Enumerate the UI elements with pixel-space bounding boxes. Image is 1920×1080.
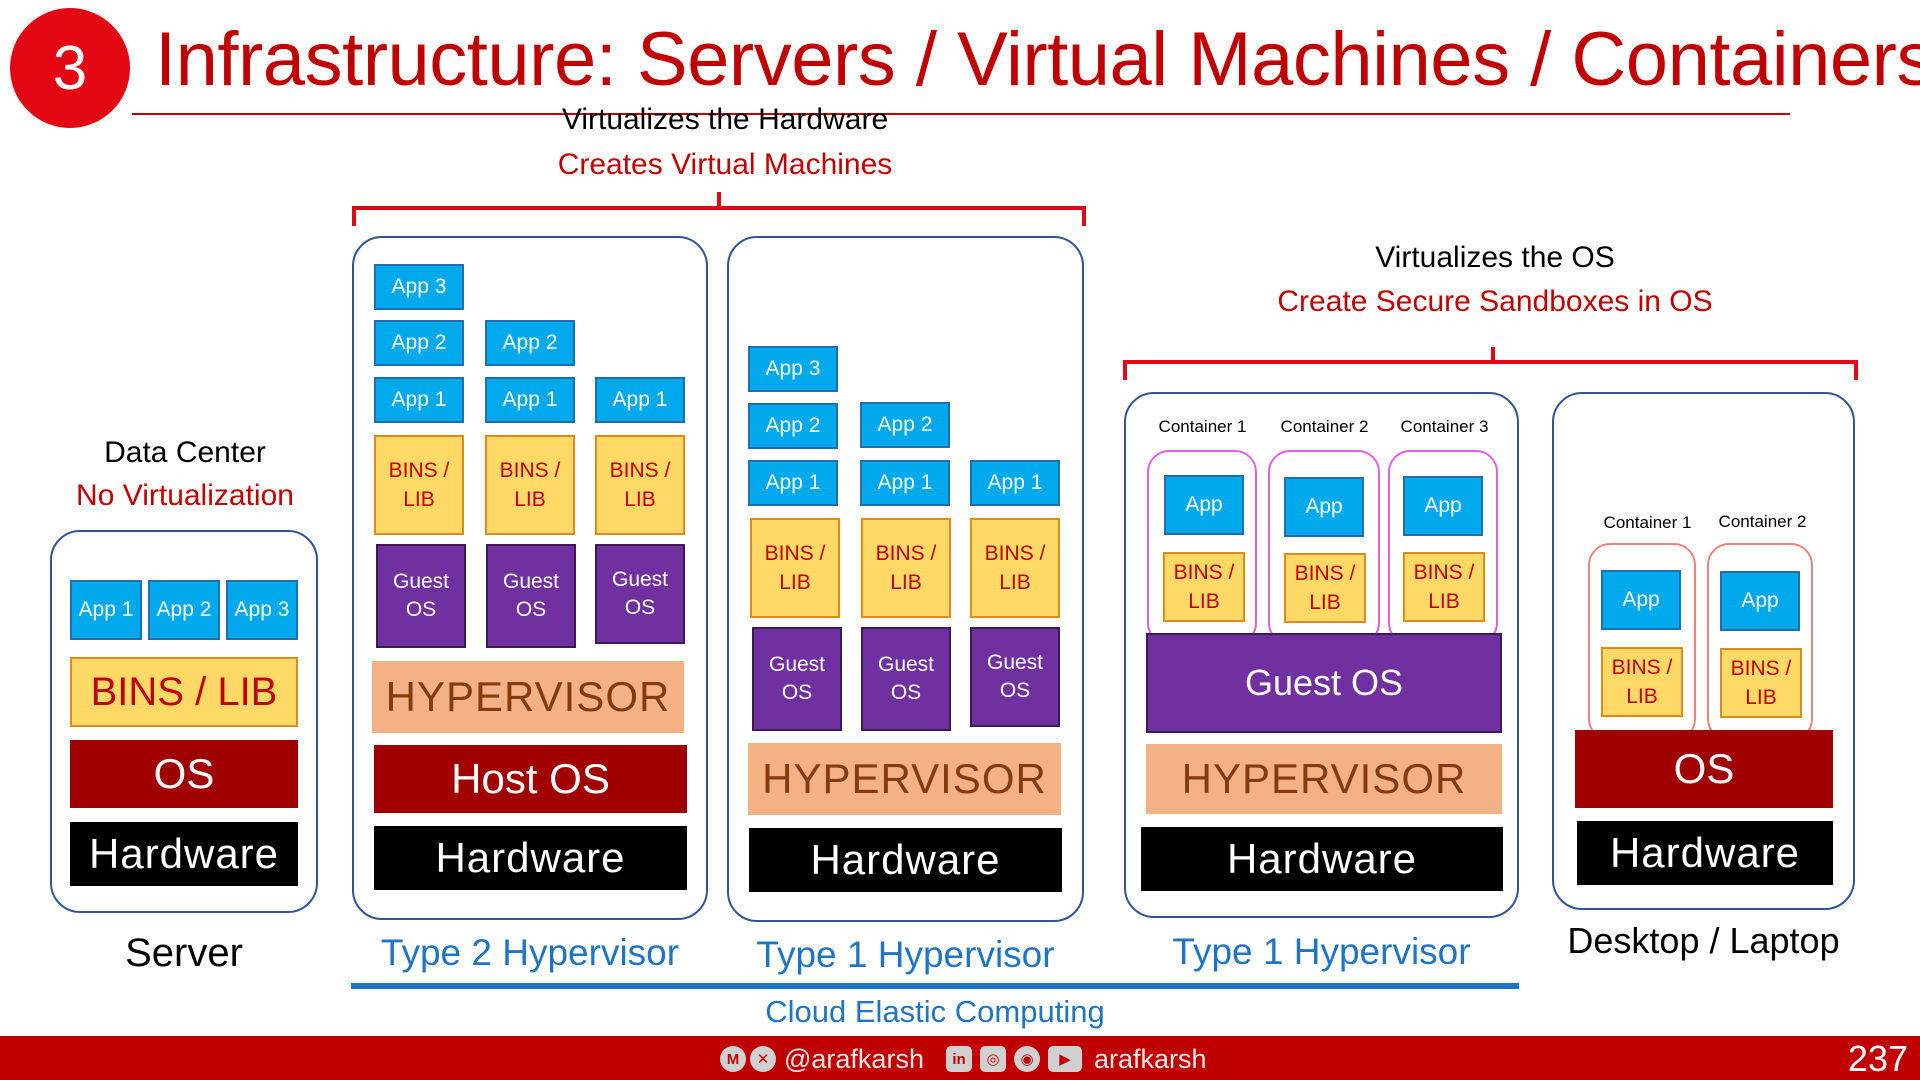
type2-hypervisor: HYPERVISOR (372, 661, 684, 733)
type2-col2-app-2: App 2 (485, 320, 575, 366)
server-heading-1: Data Center (104, 436, 266, 469)
server-app-2: App 2 (148, 580, 220, 640)
type1-col2-guest-os: Guest OS (861, 627, 951, 731)
desktop-app-1: App (1601, 570, 1681, 630)
containers-vm-label-3: Container 3 (1400, 417, 1489, 436)
type2-col2-app-1: App 1 (485, 377, 575, 423)
containers-vm-bins-3: BINS / LIB (1403, 552, 1485, 622)
server-os: OS (70, 740, 298, 808)
type1-col2-bins: BINS / LIB (861, 518, 951, 618)
slide-number-badge: 3 (10, 8, 130, 128)
youtube-icon: ▶ (1048, 1046, 1082, 1072)
vm-group-bracket-tick (717, 192, 721, 206)
type1-hardware: Hardware (749, 828, 1062, 892)
server-heading-2: No Virtualization (76, 479, 294, 512)
containers-vm-guest-os: Guest OS (1146, 633, 1502, 733)
containers-vm-app-3: App (1403, 476, 1483, 536)
footer-handle-1: @arafkarsh (784, 1043, 924, 1074)
vm-group-line2: Creates Virtual Machines (557, 148, 893, 181)
type1-col3-guest-os: Guest OS (970, 627, 1060, 727)
type2-col1-app-1: App 1 (374, 377, 464, 423)
type1-col1-guest-os: Guest OS (752, 627, 842, 731)
type1-col1-bins: BINS / LIB (750, 518, 840, 618)
containers-vm-app-1: App (1164, 475, 1244, 535)
containers-vm-app-2: App (1284, 477, 1364, 537)
vm-group-bracket (352, 206, 1086, 226)
vm-group-line1: Virtualizes the Hardware (561, 103, 889, 136)
containers-vm-caption: Type 1 Hypervisor (1172, 931, 1471, 972)
server-app-3: App 3 (226, 580, 298, 640)
type1-caption: Type 1 Hypervisor (756, 934, 1055, 975)
footer-handle-2: arafkarsh (1094, 1043, 1207, 1074)
type2-col2-guest-os: Guest OS (486, 544, 576, 648)
title-divider (132, 113, 1790, 115)
type2-col1-app-3: App 3 (374, 264, 464, 310)
page-number: 237 (1847, 1038, 1908, 1079)
type2-col3-app-1: App 1 (595, 377, 685, 423)
desktop-bins-2: BINS / LIB (1720, 648, 1802, 718)
instagram-icon: ◎ (980, 1046, 1006, 1072)
type1-col1-app-1: App 1 (748, 460, 838, 506)
server-caption: Server (125, 930, 243, 975)
footer-social-left: M ✕ @arafkarsh (720, 1043, 924, 1074)
type2-host-os: Host OS (374, 745, 687, 813)
footer-social-right: in ◎ ◉ ▶ arafkarsh (946, 1043, 1207, 1074)
type2-hardware: Hardware (374, 826, 687, 890)
container-group-bracket-tick (1491, 347, 1495, 361)
containers-vm-hardware: Hardware (1141, 827, 1503, 891)
desktop-caption: Desktop / Laptop (1567, 920, 1840, 961)
desktop-container-label-1: Container 1 (1603, 513, 1692, 532)
page-title: Infrastructure: Servers / Virtual Machin… (155, 16, 1920, 102)
containers-vm-bins-1: BINS / LIB (1163, 552, 1245, 622)
containers-vm-bins-2: BINS / LIB (1284, 553, 1366, 623)
server-app-1: App 1 (70, 580, 142, 640)
containers-vm-label-2: Container 2 (1280, 417, 1369, 436)
desktop-bins-1: BINS / LIB (1601, 647, 1683, 717)
cloud-label: Cloud Elastic Computing (765, 994, 1105, 1029)
type2-col2-bins: BINS / LIB (485, 435, 575, 535)
cloud-bar (351, 983, 1519, 989)
type2-col1-bins: BINS / LIB (374, 435, 464, 535)
type1-hypervisor: HYPERVISOR (748, 743, 1061, 815)
linkedin-icon: in (946, 1046, 972, 1072)
type2-col1-app-2: App 2 (374, 320, 464, 366)
type2-col3-bins: BINS / LIB (595, 435, 685, 535)
desktop-container-label-2: Container 2 (1718, 512, 1807, 531)
type1-col3-bins: BINS / LIB (970, 518, 1060, 618)
container-group-bracket (1123, 360, 1858, 380)
type1-col1-app-2: App 2 (748, 403, 838, 449)
containers-vm-label-1: Container 1 (1158, 417, 1247, 436)
type2-col3-guest-os: Guest OS (595, 544, 685, 644)
type2-col1-guest-os: Guest OS (376, 544, 466, 648)
type1-col3-app-1: App 1 (970, 460, 1060, 506)
type1-col1-app-3: App 3 (748, 346, 838, 392)
x-icon: ✕ (750, 1046, 776, 1072)
container-group-line2: Create Secure Sandboxes in OS (1277, 285, 1713, 318)
desktop-hardware: Hardware (1577, 821, 1833, 885)
type1-col2-app-1: App 1 (860, 460, 950, 506)
github-icon: ◉ (1014, 1046, 1040, 1072)
container-group-line1: Virtualizes the OS (1375, 241, 1615, 274)
server-bins-lib: BINS / LIB (70, 657, 298, 727)
desktop-os: OS (1575, 730, 1833, 808)
type1-col2-app-2: App 2 (860, 402, 950, 448)
desktop-app-2: App (1720, 571, 1800, 631)
server-hardware: Hardware (70, 822, 298, 886)
containers-vm-hypervisor: HYPERVISOR (1146, 744, 1502, 814)
type2-caption: Type 2 Hypervisor (380, 932, 680, 973)
medium-icon: M (720, 1046, 746, 1072)
